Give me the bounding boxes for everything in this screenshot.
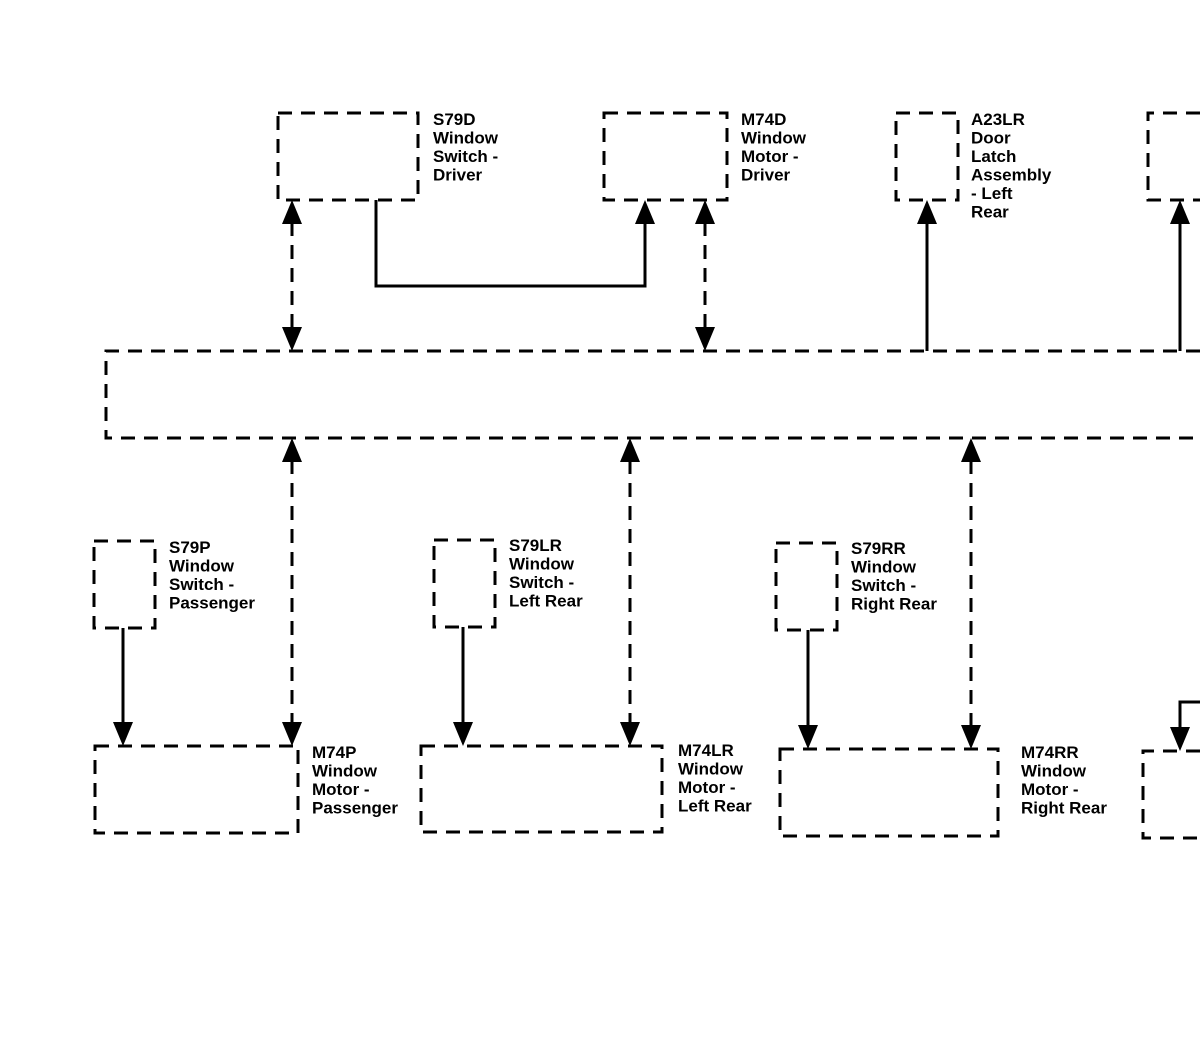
label-m74p: M74P Window Motor - Passenger — [312, 743, 398, 818]
arrow-down-m74rr-solid — [798, 725, 818, 749]
label-s79lr: S79LR Window Switch - Left Rear — [509, 536, 583, 611]
label-m74d: M74D Window Motor - Driver — [741, 110, 811, 185]
s79p-box — [92, 539, 157, 630]
arrow-up-s79d — [282, 200, 302, 224]
m74rr-box — [778, 747, 1000, 838]
arrow-up-module-right — [961, 438, 981, 462]
label-a23lr: A23LR Door Latch Assembly - Left Rear — [971, 110, 1056, 222]
arrow-down-m74p-solid — [113, 722, 133, 746]
label-s79p: S79P Window Switch - Passenger — [169, 538, 255, 613]
arrow-up-a23lr — [917, 200, 937, 224]
label-m74rr: M74RR Window Motor - Right Rear — [1021, 743, 1107, 818]
arrow-down-m74p-dashed — [282, 722, 302, 746]
label-m74lr: M74LR Window Motor - Left Rear — [678, 741, 752, 816]
arrow-down-m74lr-dashed — [620, 722, 640, 746]
a23lr-box — [894, 111, 960, 202]
s79d-box — [276, 111, 420, 202]
wire-right-bottom — [1178, 700, 1200, 729]
label-s79d: S79D Window Switch - Driver — [433, 110, 503, 185]
wire-s79d-to-m74d — [374, 200, 647, 288]
arrow-down-m74lr-solid — [453, 722, 473, 746]
arrow-down-right-bottom — [1170, 727, 1190, 751]
s79lr-box — [432, 538, 497, 629]
arrow-up-module-mid — [620, 438, 640, 462]
partial-top-right-box — [1146, 111, 1200, 202]
arrow-down-module-s79d — [282, 327, 302, 351]
central-module-box — [104, 349, 1200, 440]
m74d-box — [602, 111, 729, 202]
m74lr-box — [419, 744, 664, 834]
arrow-up-m74d-solid — [635, 200, 655, 224]
m74p-box — [93, 744, 300, 835]
s79rr-box — [774, 541, 839, 632]
arrow-up-module-left — [282, 438, 302, 462]
arrow-up-m74d-dashed — [695, 200, 715, 224]
arrow-down-m74rr-dashed — [961, 725, 981, 749]
arrow-up-right-box — [1170, 200, 1190, 224]
arrow-down-module-m74d — [695, 327, 715, 351]
label-s79rr: S79RR Window Switch - Right Rear — [851, 539, 937, 614]
partial-bottom-right-box — [1141, 749, 1200, 840]
